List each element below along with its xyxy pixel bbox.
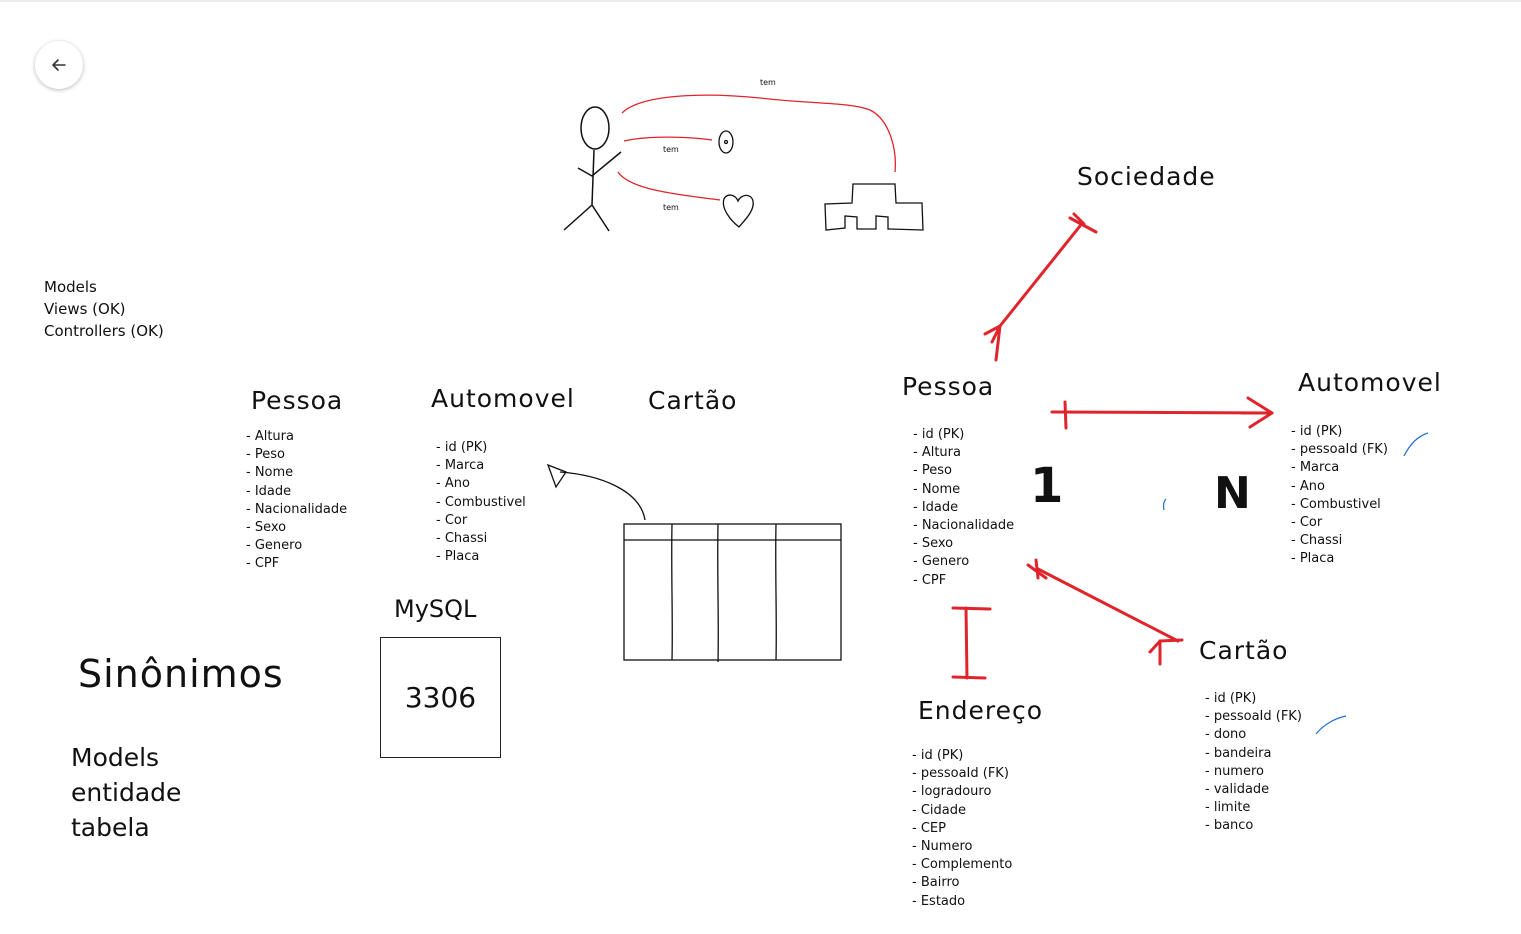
erd-cartao-title: Cartão <box>1199 636 1289 665</box>
field-item: Ano <box>1291 478 1388 496</box>
field-item: CPF <box>246 555 347 573</box>
field-item: banco <box>1205 817 1302 835</box>
field-item: Cor <box>436 512 526 530</box>
field-item: pessoaId (FK) <box>1205 708 1302 726</box>
field-item: Sexo <box>913 535 1014 553</box>
field-item: Genero <box>246 537 347 555</box>
mvc-list: Models Views (OK) Controllers (OK) <box>44 276 164 342</box>
synonyms-title: Sinônimos <box>78 652 284 696</box>
field-item: CEP <box>912 820 1012 838</box>
left-cartao-title: Cartão <box>648 386 738 415</box>
check-marks <box>1163 432 1429 735</box>
field-item: Nome <box>913 481 1014 499</box>
field-item: id (PK) <box>913 426 1014 444</box>
field-item: Marca <box>1291 459 1388 477</box>
arrow-left-icon <box>52 59 66 71</box>
field-item: Ano <box>436 475 526 493</box>
car-drawing <box>824 183 924 231</box>
left-pessoa-title: Pessoa <box>251 386 344 415</box>
erd-automovel-title: Automovel <box>1298 368 1442 397</box>
field-item: Chassi <box>1291 532 1388 550</box>
erd-pessoa-title: Pessoa <box>902 372 995 401</box>
field-item: Cor <box>1291 514 1388 532</box>
field-item: numero <box>1205 763 1302 781</box>
relation-label-heart: tem <box>663 203 679 212</box>
field-item: Marca <box>436 457 526 475</box>
left-pessoa-fields: Altura Peso Nome Idade Nacionalidade Sex… <box>246 428 347 574</box>
field-item: Altura <box>913 444 1014 462</box>
field-item: Genero <box>913 553 1014 571</box>
field-item: pessoaId (FK) <box>1291 441 1388 459</box>
table-grid-drawing <box>623 523 842 663</box>
left-automovel-title: Automovel <box>431 384 575 413</box>
field-item: id (PK) <box>1205 690 1302 708</box>
relation-label-coin: tem <box>663 145 679 154</box>
field-item: Peso <box>246 446 347 464</box>
erd-endereco-fields: id (PK) pessoaId (FK) logradouro Cidade … <box>912 747 1013 911</box>
heart-drawing <box>722 194 754 228</box>
synonym-item: entidade <box>71 778 182 807</box>
field-item: Bairro <box>912 874 1012 892</box>
mysql-label: MySQL <box>394 595 477 623</box>
field-item: Combustivel <box>1291 496 1388 514</box>
field-item: limite <box>1205 799 1302 817</box>
field-item: Nacionalidade <box>246 501 347 519</box>
field-item: id (PK) <box>436 439 526 457</box>
field-item: Placa <box>1291 550 1388 568</box>
field-item: CPF <box>913 572 1014 590</box>
field-item: Idade <box>913 499 1014 517</box>
sketch-relations <box>617 94 896 201</box>
mvc-item-controllers: Controllers (OK) <box>44 322 164 340</box>
field-item: Chassi <box>436 530 526 548</box>
erd-relations <box>951 212 1274 680</box>
field-item: id (PK) <box>1291 423 1388 441</box>
field-item: Altura <box>246 428 347 446</box>
erd-sociedade-title: Sociedade <box>1077 162 1216 191</box>
field-item: Nacionalidade <box>913 517 1014 535</box>
field-item: Idade <box>246 483 347 501</box>
synonyms-list: Models entidade tabela <box>71 740 181 845</box>
relation-label-car: tem <box>760 78 776 87</box>
field-item: validade <box>1205 781 1302 799</box>
left-automovel-fields: id (PK) Marca Ano Combustivel Cor Chassi… <box>436 439 526 566</box>
field-item: Combustivel <box>436 494 526 512</box>
synonym-item: tabela <box>71 813 150 842</box>
erd-automovel-fields: id (PK) pessoaId (FK) Marca Ano Combusti… <box>1291 423 1388 569</box>
field-item: Sexo <box>246 519 347 537</box>
cardinality-many: N <box>1214 468 1251 519</box>
erd-pessoa-fields: id (PK) Altura Peso Nome Idade Nacionali… <box>913 426 1014 590</box>
mysql-port: 3306 <box>404 681 477 714</box>
mysql-port-box: 3306 <box>380 637 501 758</box>
field-item: Peso <box>913 462 1014 480</box>
field-item: Estado <box>912 893 1012 911</box>
field-item: pessoaId (FK) <box>912 765 1012 783</box>
synonym-item: Models <box>71 743 160 772</box>
grid-to-automovel-arrow <box>546 463 646 521</box>
field-item: Nome <box>246 464 347 482</box>
top-border <box>0 0 1521 2</box>
field-item: bandeira <box>1205 745 1302 763</box>
erd-cartao-fields: id (PK) pessoaId (FK) dono bandeira nume… <box>1205 690 1302 836</box>
field-item: Placa <box>436 548 526 566</box>
field-item: Complemento <box>912 856 1013 874</box>
back-button[interactable] <box>35 41 83 89</box>
erd-endereco-title: Endereço <box>918 696 1044 725</box>
mvc-item-models: Models <box>44 278 97 296</box>
field-item: logradouro <box>912 783 1012 801</box>
mvc-item-views: Views (OK) <box>44 300 126 318</box>
field-item: Numero <box>912 838 1012 856</box>
field-item: dono <box>1205 726 1302 744</box>
coin-drawing <box>718 130 734 154</box>
stick-figure-drawing <box>563 106 622 232</box>
cardinality-one: 1 <box>1030 458 1064 514</box>
field-item: Cidade <box>912 802 1012 820</box>
field-item: id (PK) <box>912 747 1012 765</box>
